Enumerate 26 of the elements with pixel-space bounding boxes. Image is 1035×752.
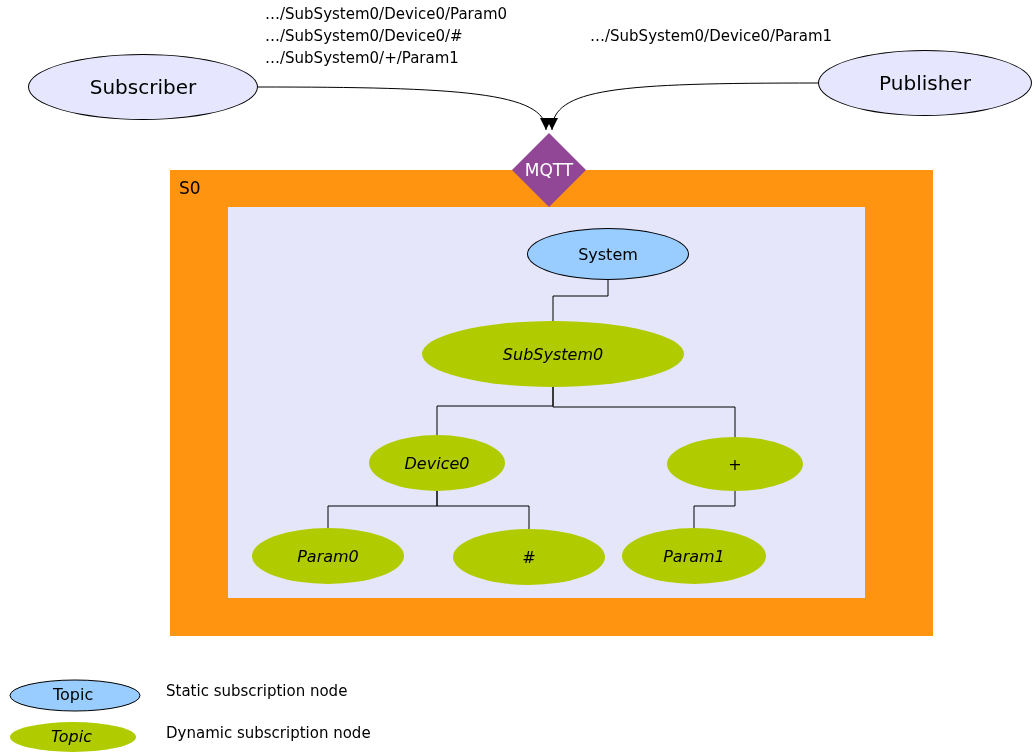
connector-line bbox=[552, 386, 736, 438]
arrow bbox=[547, 82, 819, 131]
inner-panel bbox=[228, 207, 865, 598]
node-label: Param0 bbox=[297, 546, 359, 566]
swatch-label: Topic bbox=[53, 685, 94, 704]
arrow bbox=[257, 86, 550, 131]
node-label: Device0 bbox=[404, 453, 470, 473]
topic-path: …/SubSystem0/Device0/Param0 bbox=[265, 5, 508, 23]
node-label: # bbox=[522, 547, 536, 567]
group-label: S0 bbox=[179, 178, 201, 198]
legend-label: Dynamic subscription node bbox=[166, 724, 371, 742]
node-label: Param1 bbox=[663, 546, 725, 566]
topic-path: …/SubSystem0/+/Param1 bbox=[265, 49, 459, 67]
topic-path: …/SubSystem0/Device0/# bbox=[265, 27, 463, 45]
connector-line bbox=[693, 490, 736, 529]
node-label: System bbox=[578, 244, 638, 264]
node-label: SubSystem0 bbox=[502, 344, 604, 364]
node-label: MQTT bbox=[524, 160, 574, 180]
swatch-label: Topic bbox=[51, 727, 92, 746]
node-label: + bbox=[728, 454, 742, 474]
connector-line bbox=[552, 279, 609, 322]
node-label: Subscriber bbox=[89, 75, 197, 99]
topic-path: …/SubSystem0/Device0/Param1 bbox=[590, 27, 833, 45]
connector-line bbox=[436, 490, 530, 530]
legend-label: Static subscription node bbox=[166, 682, 348, 700]
node-label: Publisher bbox=[879, 71, 971, 95]
